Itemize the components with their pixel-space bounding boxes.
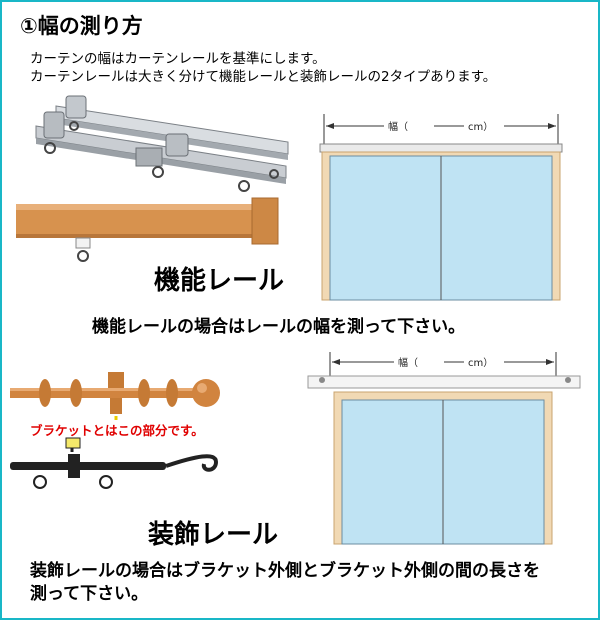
intro-line-2: カーテンレールは大きく分けて機能レールと装飾レールの2タイプあります。 (30, 69, 497, 85)
wooden-box-rail (16, 197, 279, 262)
window-diagram-functional: 幅（ cm） (319, 114, 563, 301)
width-label: 幅（ (398, 356, 418, 369)
width-label: 幅（ (388, 120, 408, 133)
functional-rail-illustration (16, 95, 289, 262)
wooden-decorative-rail (10, 372, 220, 414)
intro-line-1: カーテンの幅はカーテンレールを基準にします。 (30, 51, 326, 67)
window-diagram-decorative: 幅（ cm） (307, 352, 581, 545)
unit-label: cm） (468, 357, 493, 369)
decorative-caption-line-1: 装飾レールの場合はブラケット外側とブラケット外側の間の長さを (30, 561, 540, 581)
bracket-note: ブラケットとはこの部分です。 (30, 423, 204, 438)
width-dimension-line: 幅（ cm） (323, 114, 559, 144)
decorative-rail-caption: 装飾レールの場合はブラケット外側とブラケット外側の間の長さを 測って下さい。 (30, 560, 540, 606)
functional-rail-caption: 機能レールの場合はレールの幅を測って下さい。 (92, 317, 466, 337)
width-dimension-line: 幅（ cm） (329, 352, 557, 376)
decorative-caption-line-2: 測って下さい。 (30, 584, 149, 604)
page-title: ①幅の測り方 (20, 14, 143, 38)
unit-label: cm） (468, 121, 493, 133)
decorative-rail-label: 装飾レール (148, 520, 279, 550)
decorative-rail-illustration (10, 372, 220, 489)
iron-decorative-rail (10, 437, 219, 489)
functional-rail-label: 機能レール (154, 266, 285, 296)
intro-text: カーテンの幅はカーテンレールを基準にします。 カーテンレールは大きく分けて機能レ… (30, 50, 496, 86)
aluminum-rail-pair (35, 95, 289, 192)
